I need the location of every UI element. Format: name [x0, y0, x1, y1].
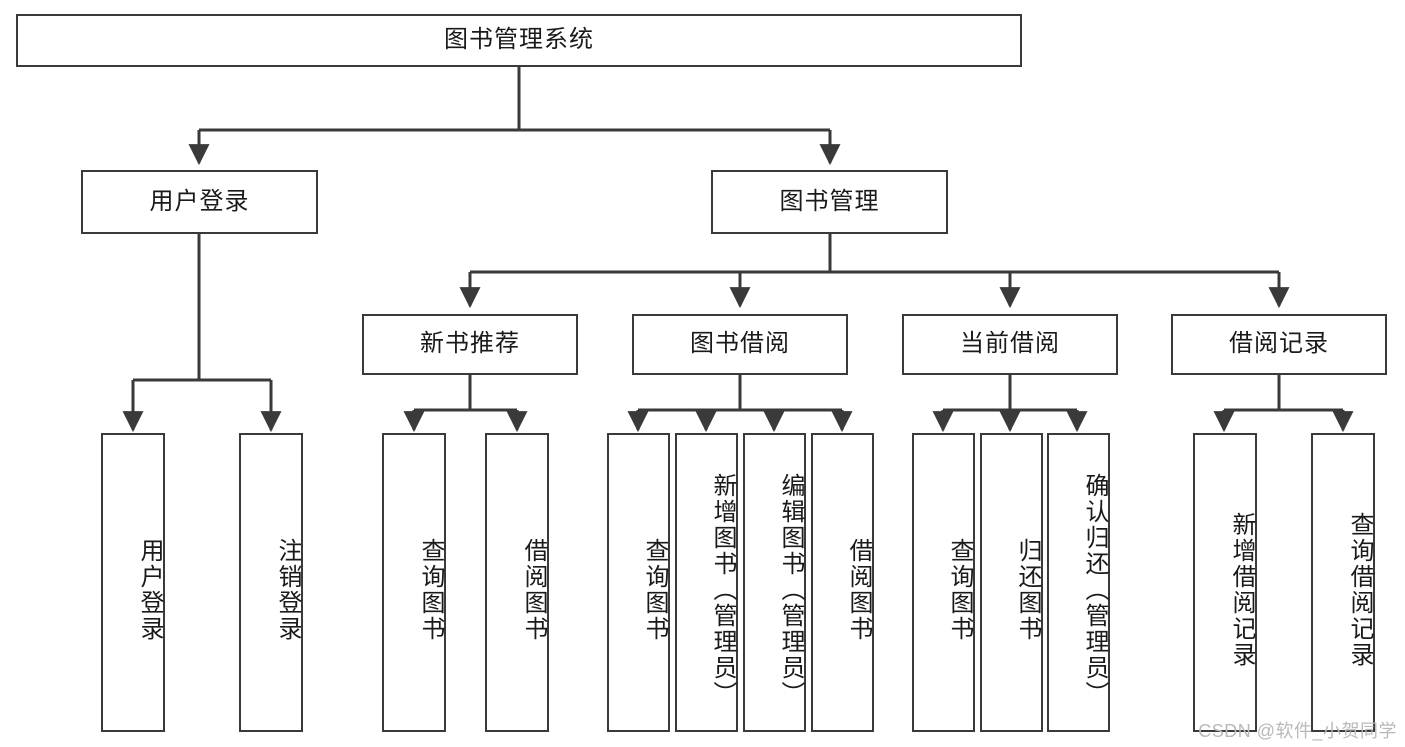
node-book-borrow[interactable]: 图书借阅 — [632, 314, 848, 375]
leaf-borrow-book-1[interactable]: 借阅图书 — [485, 433, 549, 732]
leaf-user-login[interactable]: 用户登录 — [101, 433, 165, 732]
leaf-user-login-label: 用户登录 — [136, 537, 163, 642]
leaf-confirm-return[interactable]: 确认归还（管理员） — [1047, 433, 1110, 732]
csdn-watermark: CSDN @软件_小贺同学 — [1198, 721, 1397, 741]
leaf-borrow-book-2-label: 借阅图书 — [845, 537, 872, 642]
leaf-add-book[interactable]: 新增图书（管理员） — [675, 433, 738, 732]
node-user-login-label: 用户登录 — [149, 187, 250, 215]
node-root[interactable]: 图书管理系统 — [16, 14, 1022, 67]
leaf-query-book-3[interactable]: 查询图书 — [912, 433, 975, 732]
leaf-query-borrow-record[interactable]: 查询借阅记录 — [1311, 433, 1375, 732]
leaf-edit-book-label: 编辑图书（管理员） — [777, 472, 804, 707]
leaf-borrow-book-2[interactable]: 借阅图书 — [811, 433, 874, 732]
leaf-query-book-3-label: 查询图书 — [946, 537, 973, 642]
leaf-logout-label: 注销登录 — [274, 537, 301, 642]
leaf-edit-book[interactable]: 编辑图书（管理员） — [743, 433, 806, 732]
leaf-query-book-1-label: 查询图书 — [417, 537, 444, 642]
leaf-query-borrow-record-label: 查询借阅记录 — [1346, 511, 1373, 668]
node-root-label: 图书管理系统 — [444, 26, 594, 54]
node-borrow-record-label: 借阅记录 — [1229, 330, 1329, 358]
node-user-login[interactable]: 用户登录 — [81, 170, 318, 234]
leaf-confirm-return-label: 确认归还（管理员） — [1081, 472, 1108, 707]
leaf-query-book-2-label: 查询图书 — [641, 537, 668, 642]
leaf-add-borrow-record[interactable]: 新增借阅记录 — [1193, 433, 1257, 732]
leaf-add-book-label: 新增图书（管理员） — [709, 472, 736, 707]
node-new-book-recommend[interactable]: 新书推荐 — [362, 314, 578, 375]
node-book-manage[interactable]: 图书管理 — [711, 170, 948, 234]
leaf-borrow-book-1-label: 借阅图书 — [520, 537, 547, 642]
node-book-manage-label: 图书管理 — [779, 187, 880, 215]
leaf-add-borrow-record-label: 新增借阅记录 — [1228, 511, 1255, 668]
leaf-query-book-2[interactable]: 查询图书 — [607, 433, 670, 732]
leaf-logout[interactable]: 注销登录 — [239, 433, 303, 732]
leaf-return-book-label: 归还图书 — [1014, 537, 1041, 642]
leaf-return-book[interactable]: 归还图书 — [980, 433, 1043, 732]
node-book-borrow-label: 图书借阅 — [690, 330, 790, 358]
node-current-borrow-label: 当前借阅 — [960, 330, 1060, 358]
node-new-book-recommend-label: 新书推荐 — [420, 330, 520, 358]
node-current-borrow[interactable]: 当前借阅 — [902, 314, 1118, 375]
leaf-query-book-1[interactable]: 查询图书 — [382, 433, 446, 732]
node-borrow-record[interactable]: 借阅记录 — [1171, 314, 1387, 375]
